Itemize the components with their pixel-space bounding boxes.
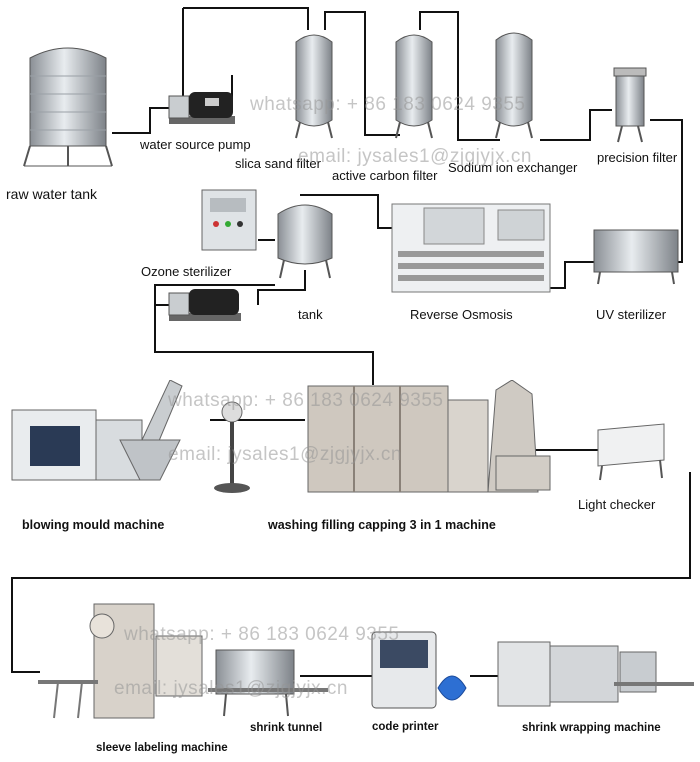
label-raw-water-tank: raw water tank [6,186,98,202]
label-blowing-mould-machine: blowing mould machine [22,518,165,532]
shrink-tunnel-image [208,649,328,717]
light-checker-image [597,423,665,481]
ozone-sterilizer-image [201,189,257,251]
label-shrink-tunnel: shrink tunnel [250,722,323,734]
silica-sand-filter-image [295,34,333,139]
watermark-email-row3: email: jysales1@zjgjyjx.cn [114,678,348,699]
label-silica-sand-filter: slica sand filter [235,156,321,171]
label-precision-filter: precision filter [597,150,678,165]
watermark-whatsapp-row3: whatsapp: + 86 183 0624 9355 [124,624,400,645]
label-sleeve-labeling-machine: sleeve labeling machine [96,742,228,754]
sodium-ion-exchanger-image [495,32,533,139]
label-reverse-osmosis: Reverse Osmosis [410,307,513,322]
watermark-whatsapp: whatsapp: + 86 183 0624 9355 [250,94,526,115]
transfer-pump-image [168,289,241,321]
watermark-email: email: jysales1@zjgjyjx.cn [298,146,532,167]
air-conveyor-stand-image [214,401,250,493]
label-shrink-wrapping-machine: shrink wrapping machine [522,722,661,734]
label-light-checker: Light checker [578,497,656,512]
washing-filling-capping-machine-image [307,380,551,493]
shrink-wrapping-machine-image [497,641,694,707]
label-washing-filling-capping: washing filling capping 3 in 1 machine [268,518,496,532]
watermark-email-row2: email: jysales1@zjgjyjx.cn [168,444,402,465]
raw-water-tank-image [23,47,113,167]
label-active-carbon-filter: active carbon filter [332,168,438,183]
reverse-osmosis-image [391,203,551,293]
label-ozone-sterilizer: Ozone sterilizer [141,264,232,279]
blowing-mould-machine-image [11,380,183,481]
label-tank: tank [298,307,323,322]
watermark-whatsapp-row2: whatsapp: + 86 183 0624 9355 [168,390,444,411]
label-code-printer: code printer [372,721,439,733]
label-uv-sterilizer: UV sterilizer [596,307,667,322]
uv-sterilizer-image [593,229,679,285]
code-printer-image [371,631,467,709]
active-carbon-filter-image [395,34,433,139]
label-sodium-ion-exchanger: Sodium ion exchanger [448,160,578,175]
storage-tank-image [277,204,333,279]
sleeve-labeling-machine-image [38,603,203,719]
water-source-pump-image [168,92,235,124]
label-water-source-pump: water source pump [140,137,251,152]
precision-filter-image [613,67,647,143]
